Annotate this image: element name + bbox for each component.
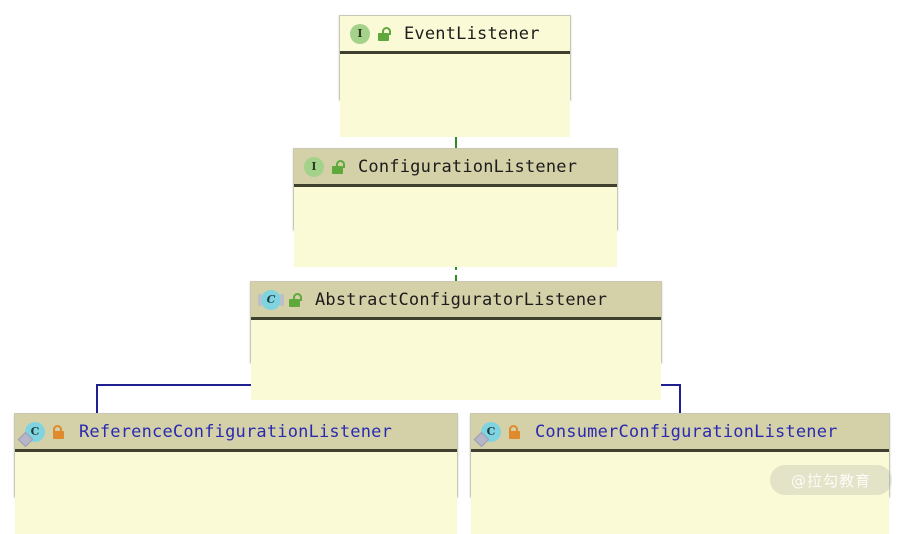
class-name-label: ConfigurationListener <box>358 156 578 177</box>
class-node-header: C AbstractConfiguratorListener <box>251 282 661 320</box>
class-members-section <box>294 187 617 267</box>
class-node-header: I ConfigurationListener <box>294 149 617 187</box>
class-members-section <box>15 452 457 534</box>
unlocked-padlock-icon <box>377 26 391 41</box>
class-name-label: ReferenceConfigurationListener <box>79 421 393 442</box>
class-node-abstract-configurator-listener[interactable]: C AbstractConfiguratorListener <box>250 281 662 400</box>
class-node-header: I EventListener <box>340 16 570 54</box>
interface-icon: I <box>350 23 370 44</box>
class-node-header: C ConsumerConfigurationListener <box>471 414 889 452</box>
class-members-section <box>340 54 570 137</box>
watermark-label: @拉勾教育 <box>770 465 892 495</box>
class-node-configuration-listener[interactable]: I ConfigurationListener <box>293 148 618 267</box>
interface-icon: I <box>304 156 324 177</box>
class-icon: C <box>473 421 501 447</box>
class-members-section <box>251 320 661 400</box>
abstract-class-icon: C <box>258 289 284 310</box>
class-node-event-listener[interactable]: I EventListener <box>339 15 571 137</box>
class-name-label: EventListener <box>404 23 540 44</box>
locked-padlock-icon <box>52 424 65 439</box>
class-node-reference-configuration-listener[interactable]: C ReferenceConfigurationListener <box>14 413 458 534</box>
unlocked-padlock-icon <box>288 292 302 307</box>
class-node-header: C ReferenceConfigurationListener <box>15 414 457 452</box>
diagram-canvas: EventListener (solid green, extends) -->… <box>14 15 892 534</box>
class-name-label: AbstractConfiguratorListener <box>315 289 608 310</box>
unlocked-padlock-icon <box>331 159 345 174</box>
class-name-label: ConsumerConfigurationListener <box>535 421 838 442</box>
class-icon: C <box>17 421 45 447</box>
locked-padlock-icon <box>508 424 521 439</box>
